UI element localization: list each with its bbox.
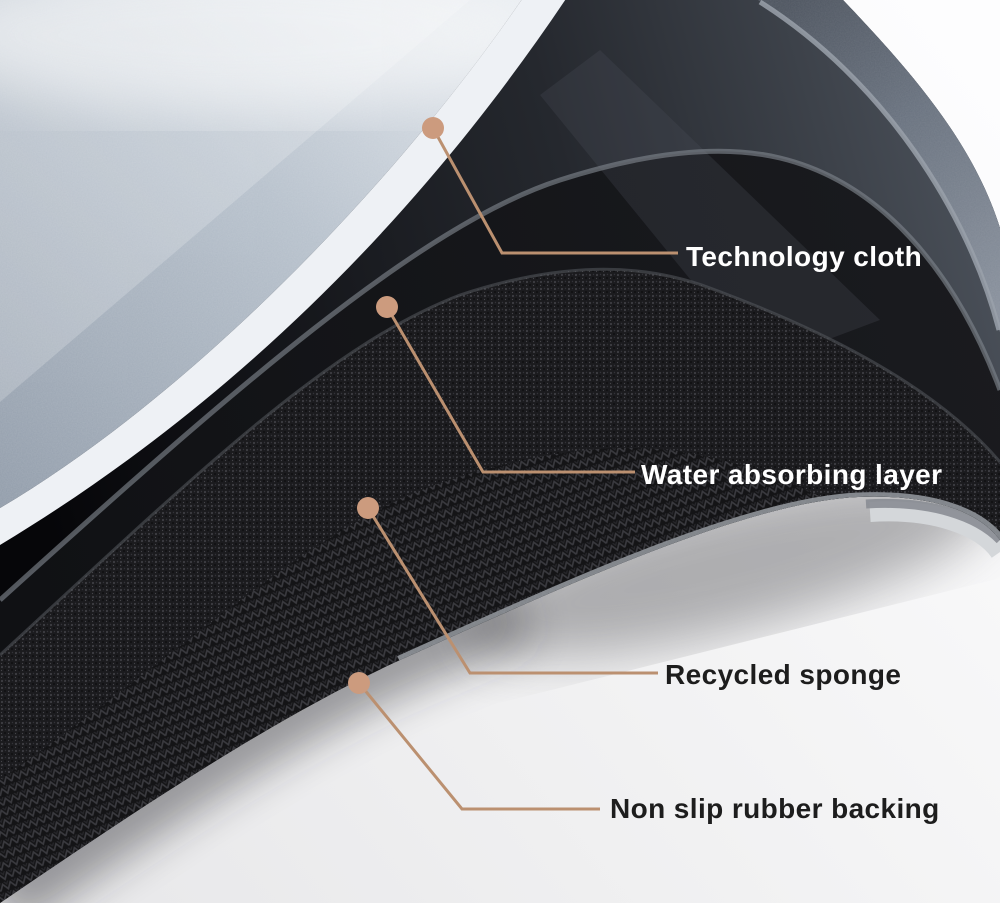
layer-label-recycled-sponge: Recycled sponge [665,659,902,690]
gloss-sheen [540,50,880,365]
layer-divider-arc [0,148,1000,602]
technology-cloth-gloss-band [0,0,1000,600]
callout-dot [357,497,379,519]
fabric-edge-band [0,0,566,545]
leader-line-water-absorbing [385,306,635,474]
water-absorbing-texture [0,269,1000,780]
layer-label-water-absorbing-layer: Water absorbing layer [641,459,943,490]
leader-line-technology-cloth [431,127,678,255]
layer-label-non-slip-rubber-backing: Non slip rubber backing [610,793,940,824]
leader-line-rubber-backing [357,682,600,811]
water-absorbing-top-edge [0,267,1000,657]
callout-dot [348,672,370,694]
annotation-lines [348,117,678,811]
layer-label-technology-cloth: Technology cloth [686,241,923,272]
callout-dot [376,296,398,318]
leader-line-recycled-sponge [366,507,658,675]
callout-dot [422,117,444,139]
bottom-curled-edge [865,498,1000,559]
